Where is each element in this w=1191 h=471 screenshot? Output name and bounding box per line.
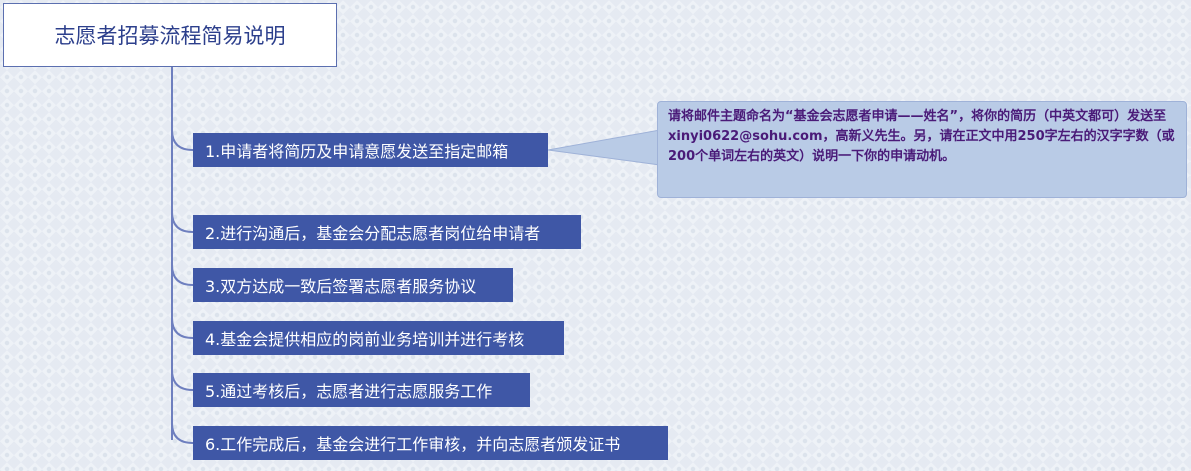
branch-connector-5 bbox=[171, 369, 194, 391]
branch-connector-1 bbox=[171, 129, 194, 151]
branch-connector-2 bbox=[171, 211, 194, 233]
step-label-6: 6.工作完成后，基金会进行工作审核，并向志愿者颁发证书 bbox=[205, 435, 621, 454]
branch-connector-4 bbox=[171, 317, 194, 339]
note-callout-pointer bbox=[547, 129, 661, 166]
step-label-1: 1.申请者将简历及申请意愿发送至指定邮箱 bbox=[205, 142, 509, 161]
email-instruction-note[interactable]: 请将邮件主题命名为“基金会志愿者申请——姓名”，将你的简历（中英文都可）发送至 … bbox=[657, 101, 1187, 198]
branch-connector-3 bbox=[171, 264, 194, 286]
step-node-5[interactable]: 5.通过考核后，志愿者进行志愿服务工作 bbox=[193, 373, 530, 407]
step-label-5: 5.通过考核后，志愿者进行志愿服务工作 bbox=[205, 382, 493, 401]
root-topic-label: 志愿者招募流程简易说明 bbox=[54, 24, 286, 48]
root-topic-title[interactable]: 志愿者招募流程简易说明 bbox=[3, 3, 337, 67]
step-node-2[interactable]: 2.进行沟通后，基金会分配志愿者岗位给申请者 bbox=[193, 215, 581, 249]
step-node-1[interactable]: 1.申请者将简历及申请意愿发送至指定邮箱 bbox=[193, 133, 548, 167]
step-node-3[interactable]: 3.双方达成一致后签署志愿者服务协议 bbox=[193, 268, 513, 302]
step-label-2: 2.进行沟通后，基金会分配志愿者岗位给申请者 bbox=[205, 224, 541, 243]
step-label-4: 4.基金会提供相应的岗前业务培训并进行考核 bbox=[205, 330, 525, 349]
step-node-4[interactable]: 4.基金会提供相应的岗前业务培训并进行考核 bbox=[193, 321, 564, 355]
branch-connector-6 bbox=[171, 422, 194, 444]
step-node-6[interactable]: 6.工作完成后，基金会进行工作审核，并向志愿者颁发证书 bbox=[193, 426, 668, 460]
email-instruction-text: 请将邮件主题命名为“基金会志愿者申请——姓名”，将你的简历（中英文都可）发送至 … bbox=[668, 109, 1175, 164]
step-label-3: 3.双方达成一致后签署志愿者服务协议 bbox=[205, 277, 477, 296]
